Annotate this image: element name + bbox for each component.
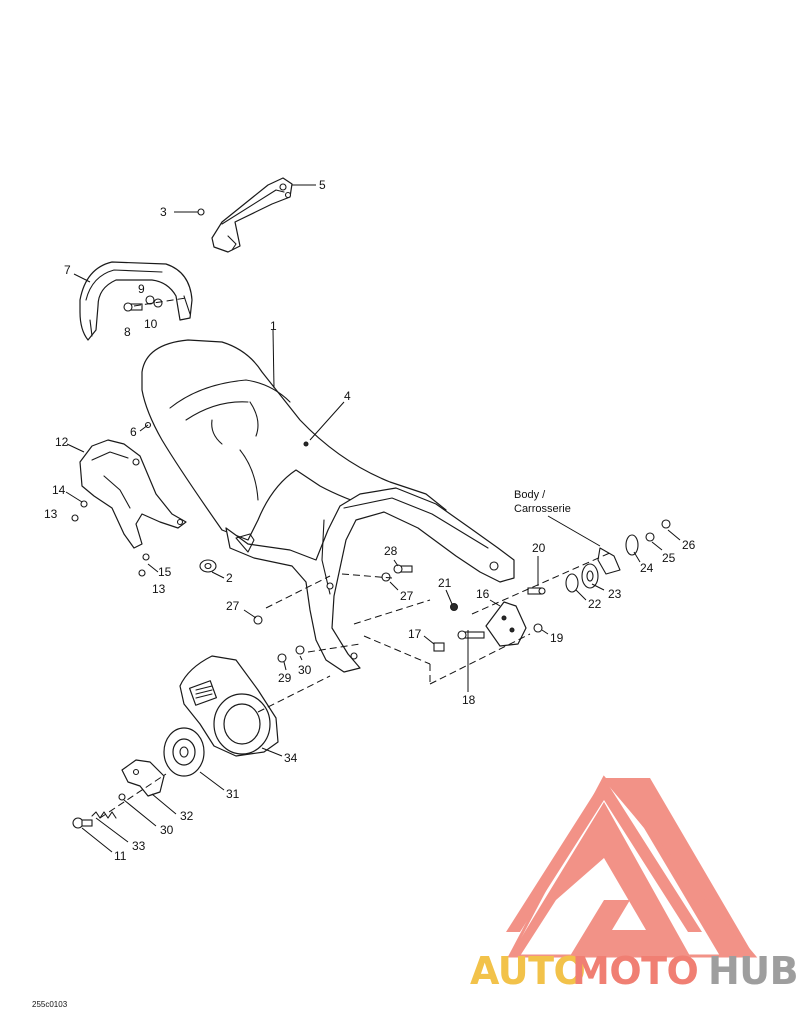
part-spacer-2 xyxy=(199,559,217,573)
callout-8: 8 xyxy=(124,325,131,339)
callout-5: 5 xyxy=(319,178,326,192)
part-bolt-28 xyxy=(393,564,413,574)
part-washer-22 xyxy=(565,573,579,593)
callout-34: 34 xyxy=(284,751,298,765)
callout-2: 2 xyxy=(226,571,233,585)
watermark-text-auto: AUTO xyxy=(470,949,585,993)
part-nut-21 xyxy=(450,603,458,611)
callout-7: 7 xyxy=(64,263,71,277)
callout-29: 29 xyxy=(278,671,292,685)
callout-4: 4 xyxy=(344,389,351,403)
body-label-line2: Carrosserie xyxy=(514,503,571,515)
callout-13a: 13 xyxy=(44,507,58,521)
part-screw-3 xyxy=(197,208,205,216)
part-pulley-31 xyxy=(163,727,205,777)
callout-31: 31 xyxy=(226,787,240,801)
callout-20: 20 xyxy=(532,541,546,555)
callout-30a: 30 xyxy=(298,663,312,677)
callout-1: 1 xyxy=(270,319,277,333)
callout-19: 19 xyxy=(550,631,564,645)
callout-21: 21 xyxy=(438,576,452,590)
part-spring-33 xyxy=(91,811,117,819)
part-nut-29 xyxy=(277,653,287,663)
callout-16: 16 xyxy=(476,587,490,601)
figure-code: 255c0103 xyxy=(32,1000,68,1009)
part-bolt-18 xyxy=(457,630,485,640)
body-label-line1: Body / xyxy=(514,489,546,501)
part-rivet-4 xyxy=(303,441,309,447)
callout-17: 17 xyxy=(408,627,422,641)
part-seat xyxy=(141,339,447,541)
callout-12: 12 xyxy=(55,435,69,449)
callout-23: 23 xyxy=(608,587,622,601)
part-nut-19 xyxy=(533,623,543,633)
part-bolt-20 xyxy=(527,587,546,595)
part-nut-26 xyxy=(661,519,671,529)
part-plate-16 xyxy=(485,601,527,647)
part-bolt-17 xyxy=(433,642,445,652)
part-sleeve-24 xyxy=(625,534,639,556)
watermark-text-hub: HUB xyxy=(708,949,798,993)
callout-28: 28 xyxy=(384,544,398,558)
leader-lines xyxy=(65,184,681,853)
part-bracket-32 xyxy=(121,759,165,797)
callout-26: 26 xyxy=(682,538,696,552)
callout-24: 24 xyxy=(640,561,654,575)
part-grommet-23 xyxy=(581,563,599,589)
callout-27b: 27 xyxy=(400,589,414,603)
callout-3: 3 xyxy=(160,205,167,219)
callout-10: 10 xyxy=(144,317,158,331)
part-washer-9 xyxy=(145,295,155,305)
part-nut-10 xyxy=(153,298,163,308)
callout-11: 11 xyxy=(114,849,127,863)
part-nut-13a xyxy=(71,514,79,522)
callout-15: 15 xyxy=(158,565,172,579)
part-washer-25 xyxy=(645,532,655,542)
part-washer-27b xyxy=(381,572,391,582)
callout-32: 32 xyxy=(180,809,194,823)
part-bolt-11 xyxy=(72,817,93,829)
callout-22: 22 xyxy=(588,597,602,611)
part-washer-30a xyxy=(295,645,305,655)
watermark-logo: AUTO MOTO HUB xyxy=(470,775,799,993)
part-nut-13b xyxy=(138,569,146,577)
part-cover-34 xyxy=(179,655,279,757)
callout-27a: 27 xyxy=(226,599,240,613)
part-washer-15 xyxy=(142,553,150,561)
callout-labels: 1 2 3 4 5 6 7 8 9 10 11 12 13 13 14 15 1… xyxy=(44,178,696,863)
part-washer-30b xyxy=(118,793,126,801)
callout-6: 6 xyxy=(130,425,137,439)
part-screw-14 xyxy=(80,500,88,508)
part-grab-handle xyxy=(211,177,293,253)
part-seat-base xyxy=(225,487,515,673)
part-side-bracket xyxy=(79,439,187,549)
callout-25: 25 xyxy=(662,551,676,565)
part-passenger-handle xyxy=(79,261,193,341)
part-bolt-8 xyxy=(123,302,143,312)
watermark-triangle-icon xyxy=(506,775,758,958)
callout-33: 33 xyxy=(132,839,146,853)
callout-14: 14 xyxy=(52,483,66,497)
watermark-text-moto: MOTO xyxy=(572,949,698,993)
callout-30b: 30 xyxy=(160,823,174,837)
part-body-mount xyxy=(597,547,621,575)
callout-13b: 13 xyxy=(152,582,166,596)
callout-9: 9 xyxy=(138,282,145,296)
callout-18: 18 xyxy=(462,693,476,707)
